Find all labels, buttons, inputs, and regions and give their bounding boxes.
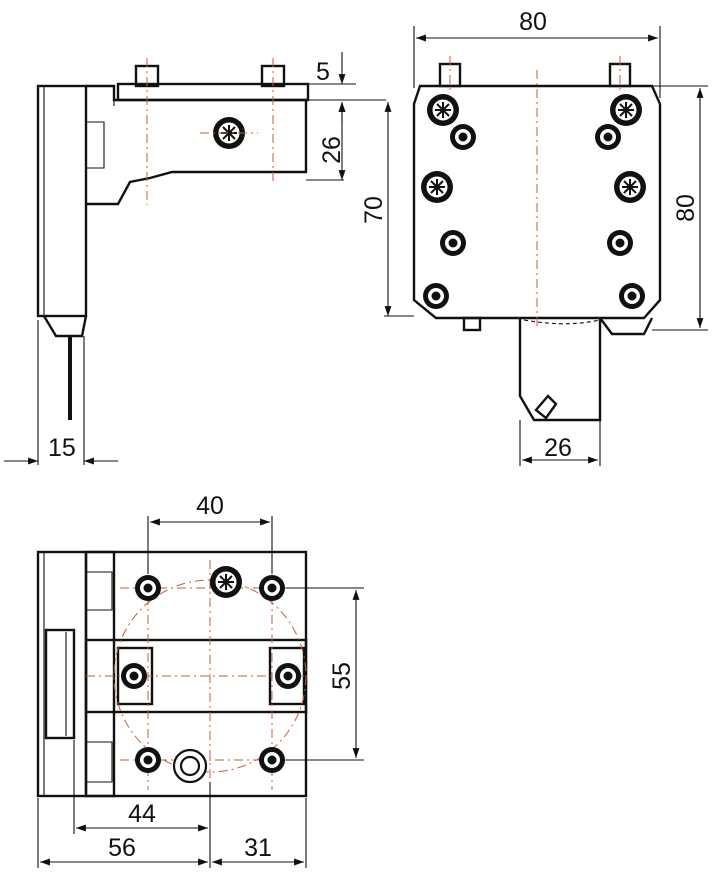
- side-bolt-icon: [595, 124, 621, 150]
- bottom-bolt-icon: [121, 663, 147, 689]
- bottom-bolt-icon: [275, 663, 301, 689]
- front-view: 15 5 26: [4, 52, 386, 465]
- bottom-view: 40 55 44 56 31: [36, 492, 364, 868]
- dim-label-70: 70: [360, 196, 388, 224]
- bottom-center-screw-icon: [209, 565, 243, 599]
- dim-label-26-side: 26: [544, 434, 572, 462]
- dim-label-31: 31: [244, 834, 272, 862]
- dim-label-5: 5: [316, 58, 330, 86]
- bottom-bolt-icon: [135, 575, 161, 601]
- dim-label-15: 15: [48, 434, 76, 462]
- side-bolt-icon: [426, 93, 460, 127]
- dim-label-55: 55: [328, 662, 356, 690]
- side-body-outline: [412, 84, 662, 320]
- front-body-outline: [86, 84, 308, 206]
- dim-label-44: 44: [128, 800, 156, 828]
- side-view: 80 70 80 26: [360, 8, 708, 466]
- side-bolt-icon: [613, 170, 647, 204]
- bottom-bolt-icon: [259, 747, 285, 773]
- dim-label-80-top: 80: [519, 8, 547, 36]
- side-nipple: [462, 316, 482, 332]
- dim-label-80-right: 80: [672, 194, 700, 222]
- side-tool-shank: [518, 318, 602, 422]
- front-shank-outline: [36, 84, 88, 318]
- side-bolt-icon: [609, 93, 643, 127]
- side-bolt-icon: [440, 230, 466, 256]
- side-bolt-icon: [619, 283, 645, 309]
- side-bolt-icon: [607, 230, 633, 256]
- side-bolt-icon: [423, 283, 449, 309]
- dim-label-56: 56: [108, 834, 136, 862]
- bottom-bolt-icon: [135, 747, 161, 773]
- dim-label-26-front: 26: [318, 136, 346, 164]
- side-bolt-icon: [450, 124, 476, 150]
- side-bolt-icon: [420, 170, 454, 204]
- bottom-bolt-icon: [259, 575, 285, 601]
- bottom-shank-face: [44, 628, 76, 740]
- dim-label-40: 40: [196, 492, 224, 520]
